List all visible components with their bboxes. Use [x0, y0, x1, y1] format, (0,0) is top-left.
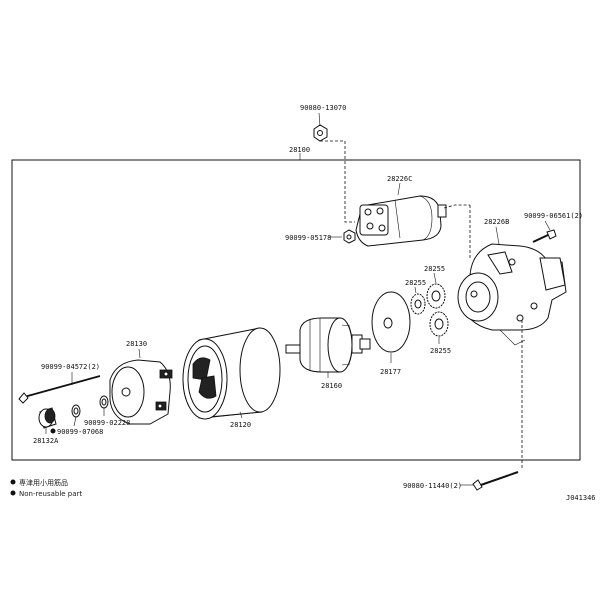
label-washer: 90099-02228 — [84, 419, 130, 427]
assembly-frame — [11, 159, 581, 461]
label-solenoid-nut: 90099-05178 — [285, 234, 331, 242]
gear-c-icon — [429, 311, 449, 337]
housing-icon — [457, 243, 567, 346]
label-plate: 28177 — [380, 368, 401, 376]
plate-icon — [371, 291, 411, 353]
legend-dot-1 — [10, 479, 16, 485]
connector-dashed-1 — [320, 140, 355, 223]
legend-item-2: Non-reusable part — [19, 490, 82, 498]
cap-icon — [38, 407, 57, 429]
mount-bolt-icon — [472, 471, 519, 491]
label-oring: 90099-07068 — [57, 428, 103, 436]
gear-a-icon — [426, 283, 446, 309]
gear-b-icon — [410, 293, 426, 315]
label-through-bolt: 90099-04572(2) — [41, 363, 100, 371]
label-nut-top: 90080-13070 — [300, 104, 346, 112]
legend-dot-2 — [10, 490, 16, 496]
washer-icon — [99, 395, 109, 409]
figure-code: J041346 — [566, 494, 596, 502]
label-housing: 28226B — [484, 218, 509, 226]
label-yoke: 28120 — [230, 421, 251, 429]
label-end-frame: 28130 — [126, 340, 147, 348]
non-reusable-mark-1 — [50, 428, 56, 434]
housing-bolt-icon — [532, 229, 557, 243]
label-assembly: 28100 — [289, 146, 310, 154]
label-gear-a: 28255 — [424, 265, 445, 273]
end-frame-icon — [109, 359, 173, 425]
label-armature: 28160 — [321, 382, 342, 390]
armature-icon — [285, 317, 371, 373]
legend-item-1: 専津用小用筋品 — [19, 478, 68, 487]
label-mount-bolt: 90080-11440(2) — [403, 482, 462, 490]
label-gear-b: 28255 — [405, 279, 426, 287]
oring-icon — [71, 404, 81, 418]
solenoid-icon — [355, 195, 447, 247]
label-gear-c: 28255 — [430, 347, 451, 355]
through-bolt-icon — [18, 375, 101, 404]
label-housing-bolt: 90099-06561(2) — [524, 212, 583, 220]
label-cap: 28132A — [33, 437, 59, 445]
yoke-icon — [182, 327, 281, 420]
label-solenoid: 28226C — [387, 175, 412, 183]
